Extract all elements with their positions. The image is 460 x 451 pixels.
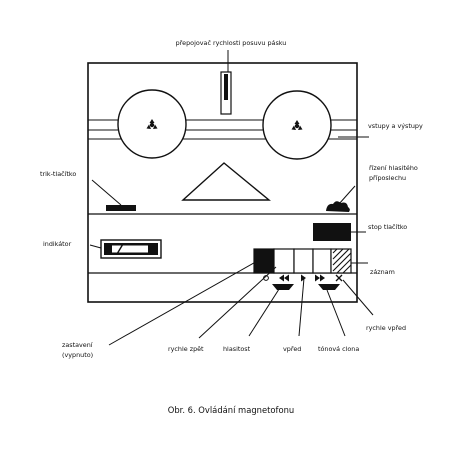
label-rewind: rychle zpět	[168, 345, 204, 353]
stop-button[interactable]	[313, 223, 351, 241]
label-fast-forward: rychle vpřed	[366, 324, 406, 332]
label-stop-off-line2: (vypnuto)	[62, 351, 93, 359]
indicator	[100, 239, 162, 259]
tone-knob[interactable]	[318, 284, 340, 290]
label-record: záznam	[370, 268, 395, 276]
label-indicator: indikátor	[43, 240, 72, 248]
rewind-symbol-icon	[279, 274, 289, 282]
left-reel-hub-icon	[146, 119, 158, 129]
monitor-volume-knob[interactable]	[326, 201, 350, 212]
play-key[interactable]	[293, 248, 314, 274]
right-reel	[262, 90, 332, 160]
record-symbol-icon	[335, 274, 343, 282]
rewind-key[interactable]	[273, 248, 295, 274]
control-buttons	[253, 248, 352, 274]
label-tone: tónová clona	[318, 345, 359, 353]
label-monitor-line2: příposlechu	[369, 174, 406, 182]
volume-knob[interactable]	[272, 284, 294, 290]
left-reel	[117, 89, 187, 159]
label-stop-off-line1: zastavení	[62, 341, 93, 349]
fast-forward-symbol-icon	[315, 274, 325, 282]
speed-switch[interactable]	[220, 71, 232, 115]
right-reel-hub-icon	[291, 120, 303, 130]
figure-caption: Obr. 6. Ovládání magnetofonu	[168, 405, 294, 415]
label-io: vstupy a výstupy	[368, 122, 423, 130]
fast-forward-key[interactable]	[312, 248, 332, 274]
tape-head-cover	[181, 162, 271, 201]
label-trick: trik-tlačítko	[40, 170, 76, 178]
label-forward: vpřed	[283, 345, 301, 353]
label-volume: hlasitost	[223, 345, 251, 353]
leader-lines	[89, 50, 374, 346]
recorder-body	[87, 62, 358, 303]
label-stop: stop tlačítko	[368, 223, 407, 231]
label-monitor-line1: řízení hlasitého	[369, 164, 418, 172]
trick-button[interactable]	[106, 205, 136, 211]
record-key[interactable]	[330, 248, 352, 274]
label-speed-switch: přepojovač rychlosti posuvu pásku	[176, 39, 287, 47]
